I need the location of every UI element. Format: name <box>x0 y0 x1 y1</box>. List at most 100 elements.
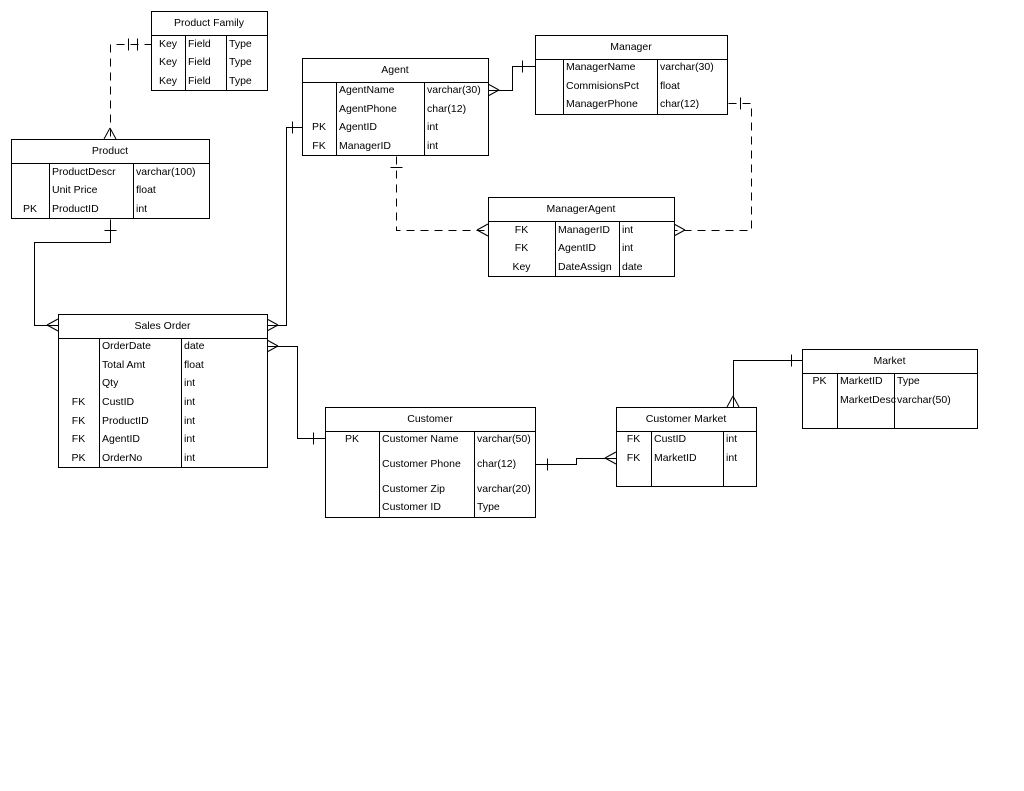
connector-line <box>267 346 326 439</box>
type-cell: int <box>726 452 737 464</box>
connector-line <box>733 360 803 408</box>
entity-title: Manager <box>610 41 652 53</box>
type-cell: int <box>184 452 195 464</box>
entity-box <box>535 35 728 115</box>
many-crowsfoot-marker <box>46 318 59 332</box>
key-cell: FK <box>72 433 85 445</box>
type-cell: varchar(30) <box>660 61 714 73</box>
relationship-market-to-customer-market[interactable] <box>726 354 803 408</box>
many-crowsfoot-marker <box>726 395 740 408</box>
type-cell: float <box>136 184 156 196</box>
field-cell: ManagerID <box>558 224 610 236</box>
relationship-customer-to-sales-order[interactable] <box>266 339 326 445</box>
field-cell: Field <box>188 75 211 87</box>
connector-line <box>110 44 153 140</box>
type-cell: varchar(100) <box>136 166 196 178</box>
field-cell: ManagerID <box>339 140 391 152</box>
many-crowsfoot-marker <box>604 451 617 465</box>
type-cell: int <box>184 396 195 408</box>
key-cell: PK <box>23 203 37 215</box>
many-crowsfoot-marker <box>487 83 500 97</box>
field-cell: Customer ID <box>382 501 441 513</box>
connector-line <box>535 458 617 465</box>
type-cell: int <box>184 415 195 427</box>
entity-title: Customer <box>407 413 453 425</box>
field-cell: AgentName <box>339 84 395 96</box>
connector-line <box>396 156 489 231</box>
entity-title: Sales Order <box>134 320 191 332</box>
field-cell: MarketID <box>840 375 883 387</box>
entity-title: Product <box>92 145 128 157</box>
many-crowsfoot-marker <box>673 223 686 237</box>
connector-line <box>267 127 303 326</box>
field-cell: ManagerName <box>566 61 636 73</box>
field-cell: CommisionsPct <box>566 80 639 92</box>
key-cell: Key <box>512 261 531 273</box>
entity-title: ManagerAgent <box>547 203 616 215</box>
relationship-manager-to-manager-agent[interactable] <box>673 97 752 237</box>
field-cell: AgentID <box>558 242 596 254</box>
type-cell: date <box>184 340 205 352</box>
key-cell: FK <box>312 140 325 152</box>
key-cell: PK <box>345 433 359 445</box>
type-cell: Type <box>477 501 500 513</box>
relationship-product-to-sales-order[interactable] <box>34 219 117 332</box>
type-cell: char(12) <box>660 98 699 110</box>
many-crowsfoot-marker <box>103 127 117 140</box>
entity-box <box>58 314 268 468</box>
field-cell: Field <box>188 38 211 50</box>
key-cell: FK <box>72 396 85 408</box>
entity-title: Market <box>873 355 905 367</box>
key-cell: PK <box>312 121 326 133</box>
entity-box <box>616 407 757 487</box>
entity-box <box>802 349 978 429</box>
field-cell: Unit Price <box>52 184 98 196</box>
entity-title: Customer Market <box>646 413 727 425</box>
type-cell: int <box>184 433 195 445</box>
field-cell: CustID <box>654 433 687 445</box>
type-cell: varchar(50) <box>477 433 531 445</box>
field-cell: AgentPhone <box>339 103 397 115</box>
field-cell: ProductID <box>102 415 149 427</box>
key-cell: Key <box>159 56 178 68</box>
type-cell: float <box>184 359 204 371</box>
field-cell: AgentID <box>339 121 377 133</box>
relationship-manager-to-agent[interactable] <box>487 60 536 97</box>
relationship-agent-to-manager-agent[interactable] <box>390 156 489 237</box>
relationship-product-family-to-product[interactable] <box>103 38 153 140</box>
field-cell: Customer Phone <box>382 458 461 470</box>
type-cell: date <box>622 261 643 273</box>
field-cell: Customer Name <box>382 433 459 445</box>
type-cell: Type <box>229 75 252 87</box>
connector-line <box>674 103 752 231</box>
key-cell: FK <box>72 415 85 427</box>
key-cell: FK <box>627 433 640 445</box>
field-cell: AgentID <box>102 433 140 445</box>
entity-title: Product Family <box>174 17 245 29</box>
many-crowsfoot-marker <box>476 223 489 237</box>
field-cell: MarketDesc <box>840 394 896 406</box>
relationship-agent-to-sales-order[interactable] <box>266 121 303 332</box>
field-cell: ProductID <box>52 203 99 215</box>
field-cell: CustID <box>102 396 135 408</box>
type-cell: int <box>622 224 633 236</box>
field-cell: MarketID <box>654 452 697 464</box>
type-cell: int <box>427 140 438 152</box>
many-crowsfoot-marker <box>266 339 279 353</box>
key-cell: FK <box>515 242 528 254</box>
entity-box <box>302 58 489 156</box>
type-cell: Type <box>229 56 252 68</box>
relationship-customer-to-customer-market[interactable] <box>535 451 617 471</box>
type-cell: varchar(50) <box>897 394 951 406</box>
field-cell: OrderNo <box>102 452 142 464</box>
